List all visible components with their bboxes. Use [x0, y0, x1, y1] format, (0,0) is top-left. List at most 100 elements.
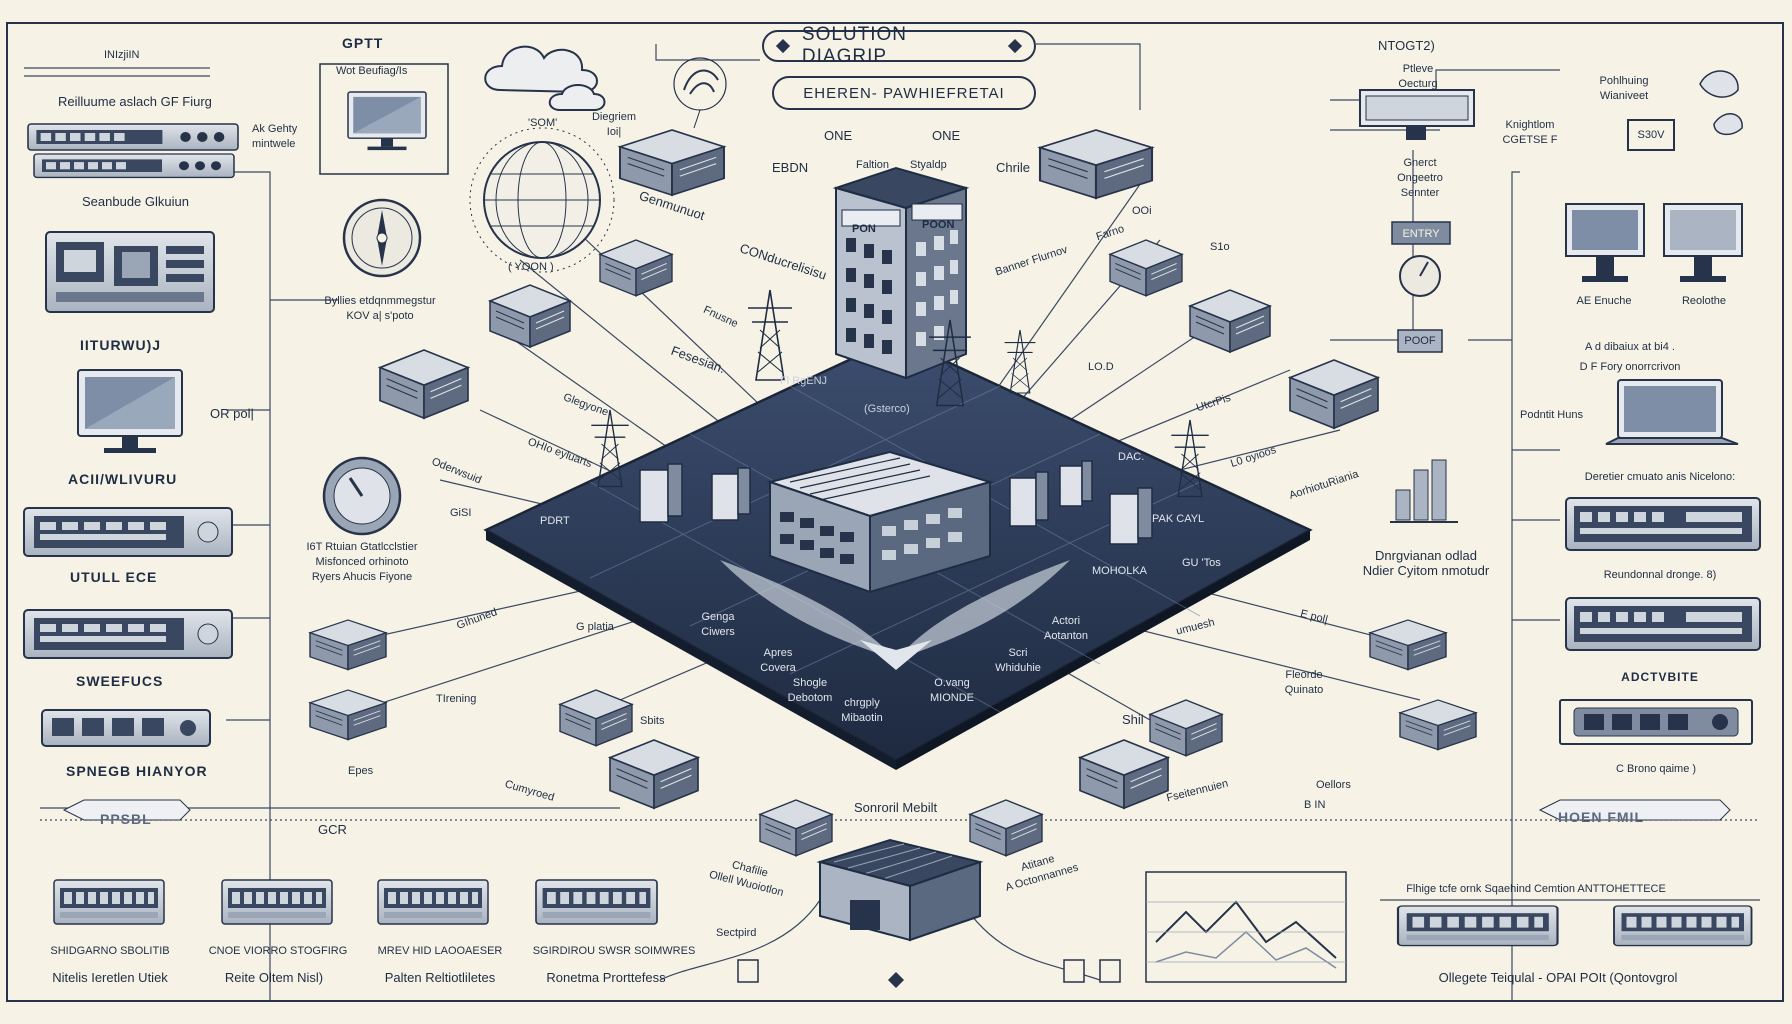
label-podntit-huns: Podntit Huns	[1520, 409, 1583, 421]
label-dac: DAC.	[1118, 451, 1145, 463]
label-tirening: TIrening	[436, 693, 477, 705]
label-moholka: MOHOLKA	[1092, 565, 1148, 577]
label-reolothe: Reolothe	[1681, 295, 1727, 307]
label-ppsbl: PPSBL	[100, 811, 152, 827]
bottom-name-2: Reite Oltem Nisl)	[224, 970, 324, 985]
label-gisi: GiSI	[450, 507, 472, 519]
label-shogle: Shogle Debotom	[787, 677, 833, 704]
label-ntogt: NTOGT2)	[1378, 38, 1435, 53]
label-reundonnal: Reundonnal dronge. 8)	[1603, 569, 1717, 581]
label-ovang: O.vang MIONDE	[930, 677, 974, 704]
label-gsterco: (Gsterco)	[864, 403, 910, 415]
label-wot: Wot Beufiag/Is	[336, 65, 408, 77]
bottom-caption-4: SGIRDIROU SWSR SOIMWRES	[532, 945, 696, 957]
label-spnegb: SPNEGB HIANYOR	[66, 763, 208, 779]
label-oellors: Oellors	[1316, 779, 1351, 791]
label-bottom-right-caption: Flhige tcfe ornk Sqaehind Cemtion ANTTOH…	[1406, 883, 1666, 895]
label-styaldp: Styaldp	[910, 159, 947, 171]
label-deretier: Deretier cmuato anis Nicelono:	[1584, 471, 1736, 483]
label-pdrt: PDRT	[540, 515, 570, 527]
bird-icon-right	[1699, 70, 1743, 136]
compass-icon	[342, 198, 422, 278]
label-one-left: ONE	[824, 128, 853, 143]
label-iiturwu: IITURWU)J	[80, 337, 162, 353]
label-sin: B IN	[1304, 799, 1326, 811]
label-entry: ENTRY	[1402, 228, 1440, 240]
globe-icon	[469, 127, 615, 273]
label-gu-tos: GU 'Tos	[1182, 557, 1221, 569]
label-actori: Actori Aotanton	[1043, 615, 1089, 642]
monitor-icon	[77, 63, 449, 454]
connector-lines	[24, 43, 1760, 1000]
title-banner: SOLUTION DIAGRIP	[762, 24, 1036, 67]
bottom-name-3: Palten Reltiotliletes	[384, 970, 496, 985]
label-ooi: OOi	[1132, 205, 1152, 217]
diamond-icon	[775, 38, 790, 54]
diamond-icon	[1008, 38, 1023, 54]
label-one-right: ONE	[932, 128, 961, 143]
laptop-icon	[1605, 379, 1739, 445]
diagram-frame	[6, 22, 1784, 1002]
label-acii: ACII/WLIVURU	[68, 471, 178, 487]
label-ak-gehty: Ak Gehty mintwele	[252, 123, 298, 150]
label-chrile: Chrile	[996, 160, 1030, 175]
bottom-name-4: Ronetma Prorttefess	[546, 970, 666, 985]
label-seanbude: Seanbude Glkuiun	[82, 194, 189, 209]
label-scri: Scri Whiduhie	[995, 647, 1041, 674]
label-gnerct: Gnerct Ongeetro Sennter	[1397, 157, 1443, 199]
label-epes: Epes	[348, 765, 374, 777]
label-s30v: S30V	[1637, 129, 1665, 141]
server-rack-icon	[23, 123, 1761, 947]
label-genga: Genga Ciwers	[701, 611, 735, 638]
label-left-header: Reilluume aslach GF Fiurg	[58, 94, 212, 109]
label-bylies: Byllies etdqnmmegstur KOV a| s'poto	[324, 295, 436, 322]
label-chrgply: chrgply Mibaotin	[841, 697, 883, 724]
label-yoon: ( YOON )	[508, 261, 554, 273]
label-poof: POOF	[1404, 335, 1436, 347]
label-dnrgvianan: Dnrgvianan odlad Ndier Cyitom nmotudr	[1362, 548, 1490, 578]
label-rgenu: Fl RgENJ	[780, 375, 828, 387]
label-ebdn: EBDN	[772, 160, 809, 175]
label-hoen-fmil: HOEN FMIL	[1558, 809, 1644, 825]
label-som: 'SOM'	[528, 117, 558, 129]
diagram-title: SOLUTION DIAGRIP	[801, 24, 908, 67]
label-sonroril: Sonroril Mebilt	[854, 800, 938, 815]
label-bottom-right-name: Ollegete Teiqulal - OPAI POIt (Qontovgro…	[1438, 970, 1678, 985]
label-utull: UTULL ECE	[70, 569, 158, 585]
label-sweefucs: SWEEFUCS	[76, 673, 164, 689]
label-ae-enuche: AE Enuche	[1576, 295, 1632, 307]
label-park-cayl: PAK CAYL	[1152, 513, 1205, 525]
bottom-connectors	[62, 799, 1731, 988]
label-s1o: S1o	[1210, 241, 1230, 253]
label-adctvbite: ADCTVBITE	[1621, 670, 1699, 684]
label-tower-sign-right: POON	[922, 219, 955, 231]
label-sectpird: Sectpird	[716, 927, 757, 939]
diagram-subtitle: EHEREN- PAWHIEFRETAI	[803, 84, 1005, 102]
cloud-icon	[484, 45, 606, 111]
label-cbrono: C Brono qaime )	[1615, 763, 1697, 775]
bottom-name-1: Nitelis Ieretlen Utiek	[52, 970, 168, 985]
platform-servers	[639, 460, 1153, 545]
bird-icon	[673, 57, 727, 129]
chart-icon	[1390, 459, 1458, 523]
label-f-fory: D F Fory onorrcrivon	[1579, 361, 1681, 373]
label-adi-dibaiux: A d dibaiux at bi4 .	[1585, 341, 1675, 353]
label-or-pol: OR pol|	[210, 406, 254, 421]
label-knightlom: Knightlom CGETSE F	[1502, 119, 1558, 146]
label-lod: LO.D	[1088, 361, 1114, 373]
bottom-caption-1: SHIDGARNO SBOLITIB	[50, 945, 170, 957]
dashboard-monitors	[1359, 89, 1743, 353]
bottom-building	[816, 838, 984, 942]
label-gplatia: G platia	[576, 621, 614, 633]
label-faltion: Faltion	[856, 159, 890, 171]
label-pohlhuing: Pohlhuing Wianiveet	[1599, 75, 1649, 102]
label-apres: Apres Covera	[760, 647, 796, 674]
label-ptleve: Ptleve Oecturg	[1398, 63, 1438, 90]
label-rtuian: I6T Rtuian Gtatlcclstier Misfonced orhin…	[306, 541, 418, 583]
label-fleorde: Fleorde Quinato	[1284, 669, 1324, 696]
subtitle-banner: EHEREN- PAWHIEFRETAI	[772, 76, 1036, 110]
label-top-left: INIzjiIN	[104, 49, 140, 61]
bottom-caption-3: MREV HID LAOOAESER	[377, 945, 503, 957]
label-sbits: Sbits	[640, 715, 665, 727]
